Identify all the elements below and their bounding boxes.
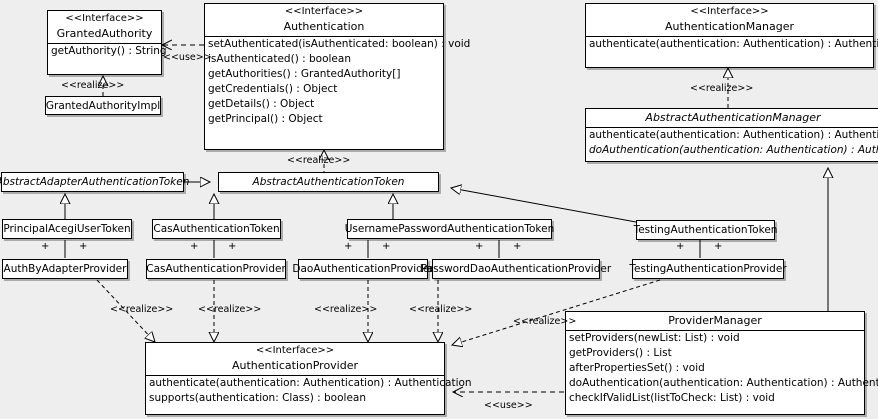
class-authentication-provider[interactable]: <<Interface>> AuthenticationProvider aut…: [145, 342, 472, 415]
multiplicity-marker: +: [344, 241, 353, 252]
stereotype-label: <<Interface>>: [65, 13, 144, 24]
stereotype-label: <<Interface>>: [255, 345, 335, 356]
operations-compartment: setProviders(newList: List) : void getPr…: [566, 330, 878, 406]
operation-getproviders: getProviders() : List: [569, 347, 672, 359]
class-header: <<Interface>> Authentication: [205, 4, 443, 36]
class-name-label: AuthenticationManager: [665, 20, 794, 33]
class-auth-by-adapter-provider[interactable]: AuthByAdapterProvider: [2, 259, 128, 279]
multiplicity-marker: +: [79, 241, 88, 252]
operation-getdetails: getDetails() : Object: [208, 98, 315, 110]
class-username-password-authentication-token[interactable]: UsernamePasswordAuthenticationToken: [345, 219, 554, 239]
class-name-label: ProviderManager: [668, 314, 762, 327]
operation-doauthentication: doAuthentication(authentication: Authent…: [569, 377, 878, 389]
edge-label-realize-grantedauthorityimpl: <<realize>>: [61, 80, 125, 91]
class-name-label: PasswordDaoAuthenticationProvider: [420, 263, 612, 275]
multiplicity-marker: +: [676, 241, 685, 252]
class-name-label: Authentication: [283, 20, 365, 33]
edge-label-realize-abstractauthenticationmanager: <<realize>>: [690, 83, 754, 94]
edge-label-use-providermanager: <<use>>: [484, 400, 533, 411]
class-name-label: TestingAuthenticationToken: [633, 224, 778, 236]
edge-label-use-authentication-grantedauthority: <<use>>: [163, 52, 212, 63]
operation-doauthentication: doAuthentication(authentication: Authent…: [589, 144, 878, 156]
class-name-label: GrantedAuthorityImpl: [45, 99, 161, 112]
class-granted-authority[interactable]: <<Interface>> GrantedAuthority getAuthor…: [47, 10, 167, 75]
class-abstract-adapter-authentication-token[interactable]: AbstractAdapterAuthenticationToken: [0, 172, 189, 192]
class-cas-authentication-provider[interactable]: CasAuthenticationProvider: [146, 259, 286, 279]
class-dao-authentication-provider[interactable]: DaoAuthenticationProvider: [292, 259, 434, 279]
operations-compartment: authenticate(authentication: Authenticat…: [146, 375, 472, 406]
class-name-label: DaoAuthenticationProvider: [292, 263, 434, 275]
class-name-label: AbstractAuthenticationToken: [252, 176, 405, 188]
class-provider-manager[interactable]: ProviderManager setProviders(newList: Li…: [565, 311, 878, 415]
class-name-label: AbstractAdapterAuthenticationToken: [0, 176, 190, 188]
class-name-label: AbstractAuthenticationManager: [645, 111, 821, 124]
edge-label-realize-testingauthenticationprovider: <<realize>>: [513, 316, 577, 327]
operation-afterpropertiesset: afterPropertiesSet() : void: [569, 362, 705, 374]
operations-compartment: setAuthenticated(isAuthenticated: boolea…: [205, 36, 471, 127]
class-name-label: CasAuthenticationProvider: [146, 263, 286, 275]
class-name-label: AuthenticationProvider: [231, 359, 359, 372]
class-header: <<Interface>> AuthenticationProvider: [146, 343, 444, 375]
class-name-label: TestingAuthenticationProvider: [629, 263, 787, 275]
class-header: <<Interface>> GrantedAuthority: [48, 11, 161, 43]
class-name-label: GrantedAuthority: [56, 27, 153, 40]
class-abstract-authentication-token[interactable]: AbstractAuthenticationToken: [218, 172, 439, 192]
multiplicity-marker: +: [475, 241, 484, 252]
operation-authenticate: authenticate(authentication: Authenticat…: [589, 129, 878, 141]
class-name-label: UsernamePasswordAuthenticationToken: [344, 223, 555, 235]
operations-compartment: authenticate(authentication: Authenticat…: [586, 36, 878, 52]
edge-label-realize-passworddaoauthenticationprovider: <<realize>>: [409, 304, 473, 315]
class-header: AbstractAuthenticationManager: [586, 109, 878, 127]
class-password-dao-authentication-provider[interactable]: PasswordDaoAuthenticationProvider: [421, 259, 611, 279]
edge-generalization-testingauthenticationtoken: [451, 188, 637, 223]
operation-getauthority: getAuthority() : String: [51, 45, 167, 57]
multiplicity-marker: +: [41, 241, 50, 252]
operation-authenticate: authenticate(authentication: Authenticat…: [589, 38, 878, 50]
operation-supports: supports(authentication: Class) : boolea…: [149, 392, 366, 404]
edge-label-realize-daoauthenticationprovider: <<realize>>: [314, 304, 378, 315]
multiplicity-marker: +: [382, 241, 391, 252]
operations-compartment: authenticate(authentication: Authenticat…: [586, 127, 878, 158]
class-header: <<Interface>> AuthenticationManager: [586, 4, 873, 36]
class-principal-acegi-user-token[interactable]: PrincipalAcegiUserToken: [2, 219, 132, 239]
operation-getauthorities: getAuthorities() : GrantedAuthority[]: [208, 68, 401, 80]
operation-getcredentials: getCredentials() : Object: [208, 83, 338, 95]
multiplicity-marker: +: [228, 241, 237, 252]
class-testing-authentication-provider[interactable]: TestingAuthenticationProvider: [629, 259, 787, 279]
class-authentication-manager[interactable]: <<Interface>> AuthenticationManager auth…: [585, 3, 878, 68]
class-granted-authority-impl[interactable]: GrantedAuthorityImpl: [45, 96, 161, 115]
operation-authenticate: authenticate(authentication: Authenticat…: [149, 377, 472, 389]
stereotype-label: <<Interface>>: [690, 6, 769, 17]
class-abstract-authentication-manager[interactable]: AbstractAuthenticationManager authentica…: [585, 108, 878, 162]
class-header: ProviderManager: [566, 312, 864, 330]
operation-setauthenticated: setAuthenticated(isAuthenticated: boolea…: [208, 38, 471, 50]
class-name-label: AuthByAdapterProvider: [3, 263, 127, 275]
operation-checkifvalidlist: checkIfValidList(listToCheck: List) : vo…: [569, 392, 775, 404]
class-cas-authentication-token[interactable]: CasAuthenticationToken: [152, 219, 281, 239]
multiplicity-marker: +: [190, 241, 199, 252]
stereotype-label: <<Interface>>: [284, 6, 364, 17]
multiplicity-marker: +: [513, 241, 522, 252]
class-testing-authentication-token[interactable]: TestingAuthenticationToken: [634, 220, 777, 240]
edge-label-realize-authbyadapterprovider: <<realize>>: [110, 304, 174, 315]
class-authentication[interactable]: <<Interface>> Authentication setAuthenti…: [204, 3, 471, 150]
operations-compartment: getAuthority() : String: [48, 43, 167, 59]
edge-label-realize-casauthenticationprovider: <<realize>>: [198, 304, 262, 315]
operation-isauthenticated: isAuthenticated() : boolean: [208, 53, 351, 65]
class-name-label: CasAuthenticationToken: [153, 223, 280, 235]
class-name-label: PrincipalAcegiUserToken: [3, 223, 131, 235]
multiplicity-marker: +: [714, 241, 723, 252]
operation-setproviders: setProviders(newList: List) : void: [569, 332, 740, 344]
operation-getprincipal: getPrincipal() : Object: [208, 113, 323, 125]
edge-label-realize-abstracttoken-authentication: <<realize>>: [287, 155, 351, 166]
